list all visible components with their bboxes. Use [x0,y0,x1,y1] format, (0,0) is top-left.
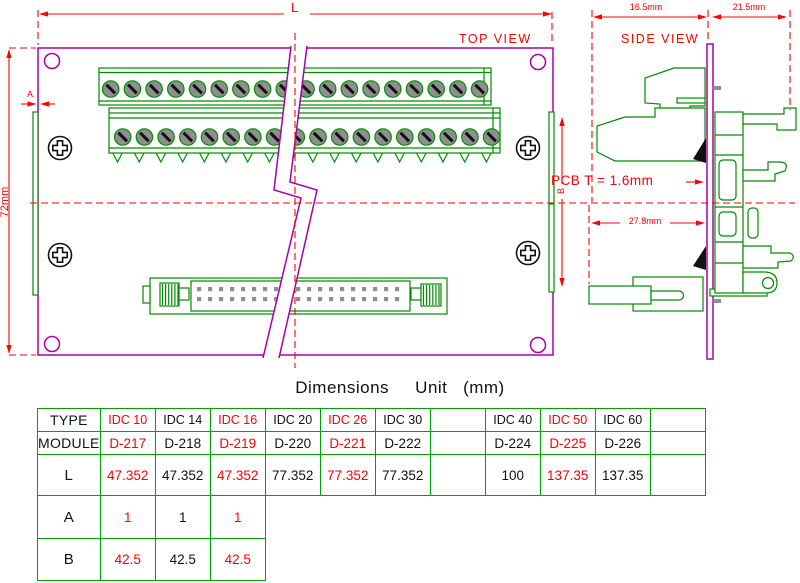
row-label: L [37,454,101,496]
table-cell: IDC 10 [99,408,156,432]
table-cell: D-224 [484,431,541,455]
phillips-screw-icon [47,135,541,268]
side-view-label: SIDE VIEW [621,32,700,46]
table-cell-empty [649,408,706,432]
mounting-holes [43,52,547,354]
table-cell: IDC 40 [484,408,541,432]
top-view-drawing [32,45,555,359]
row-label: B [37,538,101,581]
wedge-marker-upper [693,138,706,163]
dim-length-label: L [291,0,299,15]
wedge-marker-lower [693,246,706,270]
table-cell: 77.352 [374,454,431,496]
table-cell: 1 [154,495,211,539]
table-cell-empty [429,454,486,496]
table-cell: D-226 [594,431,651,455]
table-cell: D-220 [264,431,321,455]
table-cell: 47.352 [154,454,211,496]
row-label: A [37,495,101,539]
table-cell: IDC 14 [154,408,211,432]
table-cell: IDC 16 [209,408,266,432]
clip-top-arm [742,107,797,131]
table-cell: D-225 [539,431,596,455]
table-cell: IDC 50 [539,408,596,432]
table-cell: 77.352 [264,454,321,496]
dim-module-rear-label: 21.5mm [732,2,766,12]
table-cell: 42.5 [99,538,156,581]
table-cell: 47.352 [209,454,266,496]
right-rail-upper [548,111,555,204]
idc-side-profile [588,276,704,312]
table-cell-empty [649,454,706,496]
terminal-side-lower [596,107,706,162]
dim-module-front-label: 16.5mm [629,2,663,12]
pcb-thickness-note: PCB T = 1.6mm [551,173,654,188]
table-cell: D-218 [154,431,211,455]
table-title: Dimensions Unit (mm) [295,378,505,397]
dimension-lines [6,10,795,368]
phillips-screw-icon [515,135,541,161]
row-label: MODULE [37,431,101,455]
clip-bottom-hook [742,245,794,269]
break-line-left [262,45,302,359]
top-view-label: TOP VIEW [459,32,532,46]
table-cell: 137.35 [594,454,651,496]
din-rail-clip [709,107,797,297]
side-view-drawing [588,43,797,360]
right-rail-lower [548,203,555,293]
break-line-right [278,45,318,359]
table-cell-empty [649,431,706,455]
table-cell: 47.352 [99,454,156,496]
table-cell: 137.35 [539,454,596,496]
table-cell: D-219 [209,431,266,455]
terminal-block-row-2 [108,107,501,164]
pcb-side-bar [706,43,714,360]
table-cell: 1 [209,495,266,539]
phillips-screw-icon [47,135,73,161]
table-cell: D-222 [374,431,431,455]
table-cell: IDC 60 [594,408,651,432]
table-cell: 42.5 [209,538,266,581]
dim-idc-depth-label: 27.8mm [620,216,670,227]
table-cell: D-221 [319,431,376,455]
phillips-screw-icon [47,242,73,268]
table-cell: 1 [99,495,156,539]
phillips-screw-icon [515,240,541,266]
dim-offset-a-label: A [27,89,34,99]
table-cell-empty [429,408,486,432]
table-cell: IDC 26 [319,408,376,432]
clip-mid-hook [742,161,787,182]
table-cell: 77.352 [319,454,376,496]
row-label: TYPE [37,408,101,432]
table-cell: D-217 [99,431,156,455]
table-cell: IDC 30 [374,408,431,432]
table-cell: 100 [484,454,541,496]
table-cell: 42.5 [154,538,211,581]
break-band [263,46,317,358]
table-cell-empty [429,431,486,455]
dim-height-label: 72mm [0,186,11,218]
table-cell: IDC 20 [264,408,321,432]
